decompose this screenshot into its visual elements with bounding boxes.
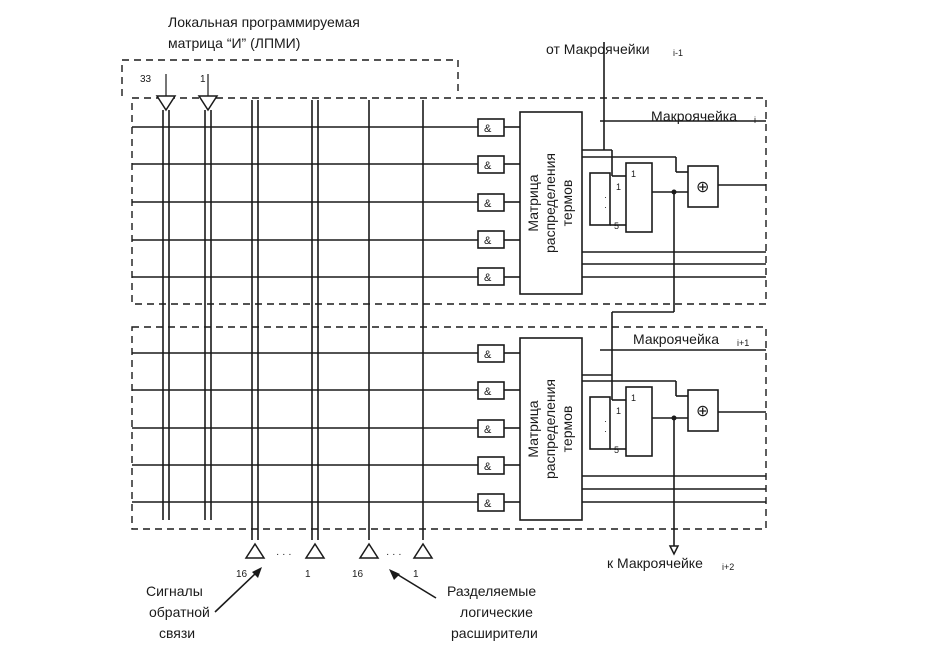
expander-buffer-16-icon xyxy=(358,542,380,559)
arrow-to-next-icon xyxy=(668,545,680,556)
matrix-label-line-2: распределения xyxy=(542,379,558,479)
title-line-2: матрица “И” (ЛПМИ) xyxy=(168,35,300,51)
expander-buffer-16-label: 16 xyxy=(352,569,364,580)
feedback-label-line-1: Сигналы xyxy=(146,583,203,599)
macrocell-i-logic: 1 5 1 · · ⊕ xyxy=(582,42,766,312)
feedback-buffer-1-icon xyxy=(304,542,326,559)
xor-gate-lower xyxy=(687,389,719,432)
and-gate-label: & xyxy=(484,198,492,210)
input-buffer-33-icon xyxy=(155,95,177,112)
and-gate-label: & xyxy=(484,160,492,172)
matrix-label-line-3: термов xyxy=(559,406,575,453)
input-buffer-1-icon xyxy=(197,95,219,112)
expanders-label-line-3: расширители xyxy=(451,625,538,641)
or-gate-upper-in-bottom: 5 xyxy=(614,221,619,231)
product-term-lines-upper xyxy=(132,126,478,278)
term-distribution-matrix-upper xyxy=(519,111,583,295)
feedback-buffer-16-icon xyxy=(244,542,266,559)
product-term-lines-lower xyxy=(132,352,478,503)
or-gate-lower xyxy=(625,386,653,457)
or-gate-upper-in-top: 1 xyxy=(631,169,636,179)
feedback-label-line-2: обратной xyxy=(149,604,210,620)
to-next-macrocell-label: к Макроячейке xyxy=(607,555,703,571)
svg-text:·: · xyxy=(604,202,607,212)
matrix-label-line-3: термов xyxy=(559,180,575,227)
feedback-buffers: 16 1 · · · xyxy=(236,542,326,580)
title-line-1: Локальная программируемая xyxy=(168,14,360,30)
macrocell-i1-sub: i+1 xyxy=(737,338,749,348)
expander-buffer-1-label: 1 xyxy=(413,569,419,580)
xor-upper-icon: ⊕ xyxy=(696,179,709,196)
input-33-label: 33 xyxy=(140,74,152,85)
svg-text:·: · xyxy=(604,192,607,202)
matrix-label-line-2: распределения xyxy=(542,153,558,253)
feedback-pointer-arrow-icon xyxy=(252,567,262,578)
and-gates-lower: & & & & & xyxy=(477,344,520,512)
svg-text:1: 1 xyxy=(616,182,621,192)
to-next-macrocell-sub: i+2 xyxy=(722,562,734,572)
matrix-label-line-1: Матрица xyxy=(525,174,541,231)
and-gate-label: & xyxy=(484,272,492,284)
svg-text:· · ·: · · · xyxy=(386,549,402,560)
macrocell-i1-box xyxy=(131,326,767,530)
svg-text:·: · xyxy=(604,426,607,436)
and-gate-label: & xyxy=(484,498,492,510)
expander-buffers: 16 1 · · · xyxy=(352,542,434,580)
and-gates-upper: & & & & & xyxy=(477,118,520,286)
term-distribution-matrix-lower xyxy=(519,337,583,521)
and-gate-label: & xyxy=(484,235,492,247)
expander-buffer-1-icon xyxy=(412,542,434,559)
and-gate-label: & xyxy=(484,424,492,436)
expander-pointer-arrow-icon xyxy=(389,569,400,580)
svg-text:· · ·: · · · xyxy=(276,549,292,560)
or-gate-upper xyxy=(625,162,653,233)
lpmi-outline xyxy=(121,59,459,96)
expander-pointer-line xyxy=(394,572,437,599)
svg-text:1: 1 xyxy=(616,406,621,416)
and-gate-label: & xyxy=(484,461,492,473)
vertical-signal-lines xyxy=(162,100,424,540)
xor-lower-icon: ⊕ xyxy=(696,403,709,420)
feedback-buffer-16-label: 16 xyxy=(236,569,248,580)
macrocell-i-box xyxy=(131,97,767,305)
feedback-pointer-line xyxy=(214,572,257,613)
matrix-label-line-1: Матрица xyxy=(525,400,541,457)
feedback-label-line-3: связи xyxy=(159,625,195,641)
macrocell-i1-logic: 1 5 1 · · ⊕ xyxy=(582,345,766,556)
xor-gate-upper xyxy=(687,165,719,208)
svg-text:·: · xyxy=(604,416,607,426)
or-gate-lower-in-top: 1 xyxy=(631,393,636,403)
or-gate-lower-in-bottom: 5 xyxy=(614,445,619,455)
from-prev-macrocell-sub: i-1 xyxy=(673,48,683,58)
macrocell-i-label: Макроячейка xyxy=(651,108,737,124)
feedback-buffer-1-label: 1 xyxy=(305,569,311,580)
macrocell-i1-label: Макроячейка xyxy=(633,331,719,347)
expanders-label-line-2: логические xyxy=(460,604,533,620)
and-gate-label: & xyxy=(484,349,492,361)
from-prev-macrocell-label: от Макроячейки xyxy=(546,41,650,57)
and-gate-label: & xyxy=(484,386,492,398)
macrocell-i-sub: i xyxy=(754,115,756,125)
input-1-label: 1 xyxy=(200,74,206,85)
and-gate-label: & xyxy=(484,123,492,135)
expanders-label-line-1: Разделяемые xyxy=(447,583,536,599)
